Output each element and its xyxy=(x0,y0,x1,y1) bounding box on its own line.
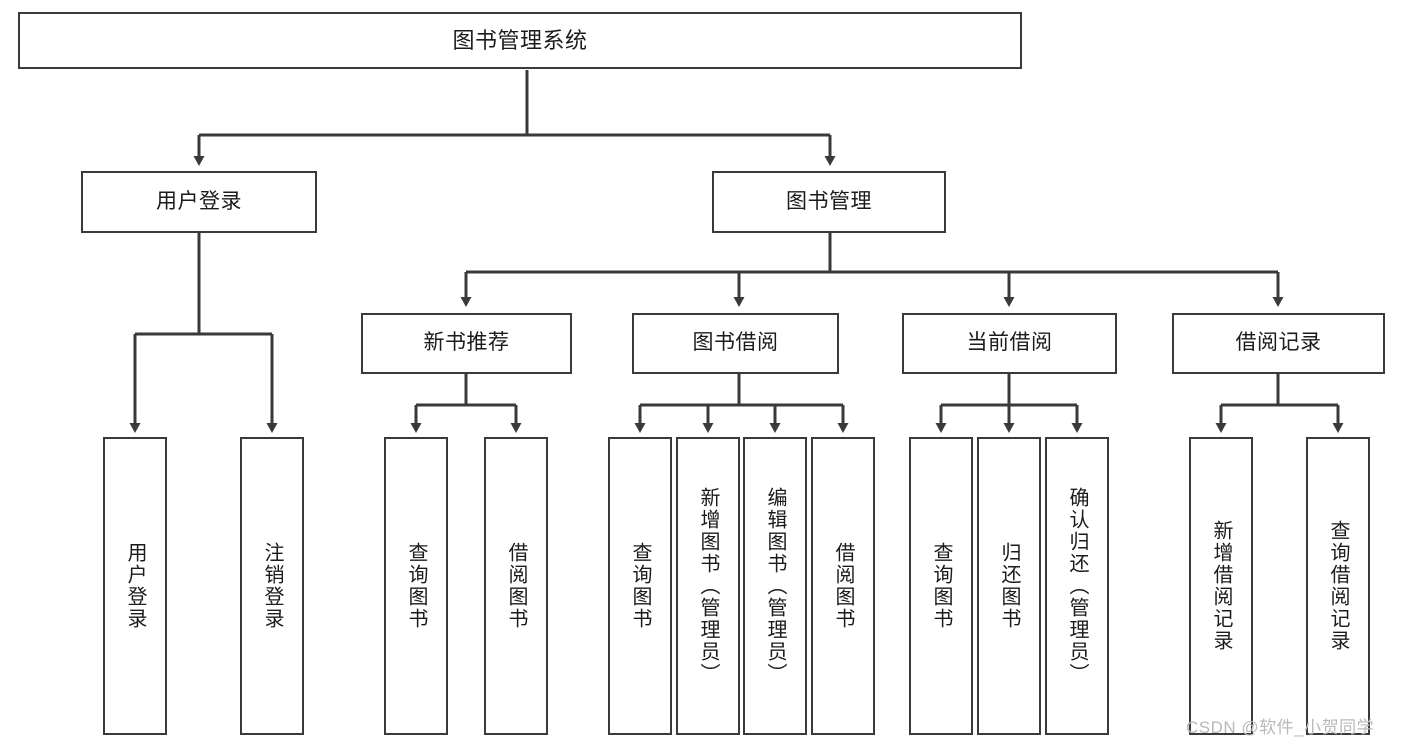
node-label: 归还图书 xyxy=(998,542,1020,630)
leaf-record-query-record[interactable]: 查询借阅记录 xyxy=(1306,437,1370,735)
leaf-current-confirm-return-admin[interactable]: 确认归还（管理员） xyxy=(1045,437,1109,735)
leaf-borrow-add-book-admin[interactable]: 新增图书（管理员） xyxy=(676,437,740,735)
leaf-borrow-edit-book-admin[interactable]: 编辑图书（管理员） xyxy=(743,437,807,735)
leaf-current-return-book[interactable]: 归还图书 xyxy=(977,437,1041,735)
node-label: 编辑图书（管理员） xyxy=(764,487,786,685)
node-label: 查询图书 xyxy=(930,542,952,630)
leaf-user-login[interactable]: 用户登录 xyxy=(103,437,167,735)
node-label: 注销登录 xyxy=(261,542,283,630)
node-label: 借阅图书 xyxy=(832,542,854,630)
leaf-recommend-borrow-book[interactable]: 借阅图书 xyxy=(484,437,548,735)
leaf-recommend-query-book[interactable]: 查询图书 xyxy=(384,437,448,735)
leaf-borrow-query-book[interactable]: 查询图书 xyxy=(608,437,672,735)
node-borrow-record[interactable]: 借阅记录 xyxy=(1172,313,1385,374)
node-label: 查询图书 xyxy=(405,542,427,630)
node-label: 图书借阅 xyxy=(692,331,779,355)
node-label: 用户登录 xyxy=(156,189,242,213)
node-label: 查询借阅记录 xyxy=(1327,520,1349,652)
node-label: 当前借阅 xyxy=(966,331,1053,355)
leaf-user-logout[interactable]: 注销登录 xyxy=(240,437,304,735)
node-label: 借阅图书 xyxy=(505,542,527,630)
leaf-borrow-borrow-book[interactable]: 借阅图书 xyxy=(811,437,875,735)
node-book-borrow[interactable]: 图书借阅 xyxy=(632,313,839,374)
node-current-borrow[interactable]: 当前借阅 xyxy=(902,313,1117,374)
node-root-system[interactable]: 图书管理系统 xyxy=(18,12,1022,69)
node-label: 确认归还（管理员） xyxy=(1066,487,1088,685)
node-label: 新增图书（管理员） xyxy=(697,487,719,685)
node-label: 新书推荐 xyxy=(423,331,510,355)
node-label: 用户登录 xyxy=(124,542,146,630)
node-label: 图书管理系统 xyxy=(452,27,588,53)
csdn-watermark: CSDN @软件_小贺同学 xyxy=(1186,718,1375,737)
node-label: 新增借阅记录 xyxy=(1210,520,1232,652)
node-user-login[interactable]: 用户登录 xyxy=(81,171,317,233)
leaf-current-query-book[interactable]: 查询图书 xyxy=(909,437,973,735)
leaf-record-add-record[interactable]: 新增借阅记录 xyxy=(1189,437,1253,735)
node-label: 图书管理 xyxy=(786,189,872,213)
node-new-book-recommend[interactable]: 新书推荐 xyxy=(361,313,572,374)
node-label: 借阅记录 xyxy=(1235,331,1322,355)
node-label: 查询图书 xyxy=(629,542,651,630)
node-book-management[interactable]: 图书管理 xyxy=(712,171,946,233)
